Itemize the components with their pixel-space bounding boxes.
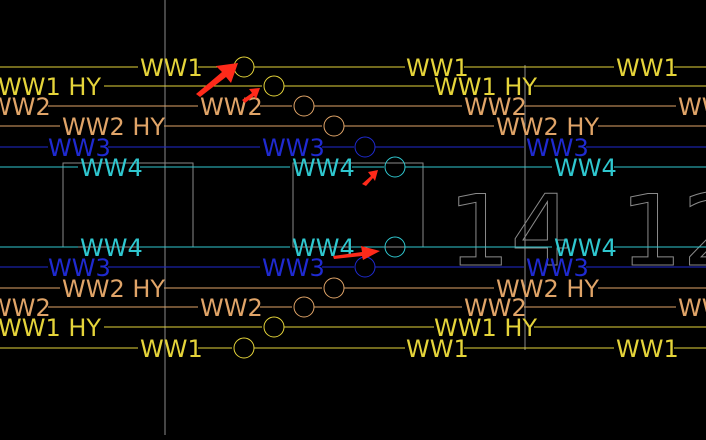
pipe-label: WW2 [678,93,706,121]
pipe-ww2-top[interactable]: WW2 WW2 WW2 WW2 [0,93,706,121]
circle-node-icon[interactable] [323,277,345,299]
pipe-ww1hy-bottom[interactable]: WW1 HY WW1 HY [0,314,706,342]
pipe-label: WW3 [526,134,589,162]
circle-node-icon[interactable] [293,95,315,117]
circle-node-icon[interactable] [323,115,345,137]
annotation-arrows [196,63,380,260]
pipe-label: WW1 [616,54,679,82]
pipe-label: WW3 [526,254,589,282]
pipe-label: WW4 [554,154,617,182]
building-outline-1 [62,162,194,248]
circle-node-icon[interactable] [354,256,376,278]
pipe-label: WW4 [292,154,355,182]
pipe-label: WW2 [464,93,527,121]
pipe-label: WW3 [262,254,325,282]
pipe-ww2hy-top[interactable]: WW2 HY WW2 HY [0,113,706,141]
circle-node-icon[interactable] [263,75,285,97]
pipe-label: WW4 [554,234,617,262]
pipe-ww4-bottom[interactable]: WW4 WW4 WW4 [0,234,706,262]
pipe-label: WW3 [48,254,111,282]
circle-node-icon[interactable] [384,156,406,178]
pipe-label: WW2 [0,93,51,121]
pipe-ww1hy-top[interactable]: WW1 HY WW1 HY [0,73,706,101]
pipe-label: WW2 [678,294,706,322]
pipe-label: WW1 [140,335,203,363]
pipe-label: WW3 [48,134,111,162]
pipe-label: WW1 [406,54,469,82]
pipe-label: WW1 [406,335,469,363]
big-number-left: 14 [448,175,573,289]
pipe-ww3-bottom[interactable]: WW3 WW3 WW3 [0,254,706,282]
pipe-label: WW2 [464,294,527,322]
pipe-ww4-top[interactable]: WW4 WW4 WW4 [0,154,706,182]
big-number-right: 12 [620,175,706,289]
circle-node-icon[interactable] [233,56,255,78]
pipe-ww1-top[interactable]: WW1 WW1 WW1 [0,54,706,82]
circle-node-icon[interactable] [293,296,315,318]
circle-node-icon[interactable] [354,136,376,158]
pipe-label: WW1 HY [434,314,537,342]
pipe-label: WW1 [616,335,679,363]
pipe-label: WW3 [262,134,325,162]
pipe-label: WW1 HY [434,73,537,101]
pipe-ww2hy-bottom[interactable]: WW2 HY WW2 HY [0,275,706,303]
red-arrow-icon [333,246,380,260]
pipe-label: WW2 HY [496,275,599,303]
pipe-label: WW4 [80,234,143,262]
pipe-label: WW2 HY [62,113,165,141]
pipe-ww1-bottom[interactable]: WW1 WW1 WW1 [0,335,706,363]
pipe-ww3-top[interactable]: WW3 WW3 WW3 [0,134,706,162]
pipe-label: WW2 [200,93,263,121]
pipe-label: WW1 HY [0,314,101,342]
circle-node-icon[interactable] [263,316,285,338]
pipe-label: WW1 [140,54,203,82]
pipe-ww2-bottom[interactable]: WW2 WW2 WW2 WW2 [0,294,706,322]
pipe-label: WW2 HY [496,113,599,141]
pipe-label: WW4 [80,154,143,182]
circle-node-icon[interactable] [233,337,255,359]
pipe-label: WW2 [200,294,263,322]
red-arrow-icon [362,170,378,186]
pipe-label: WW2 [0,294,51,322]
pipe-label: WW1 HY [0,73,101,101]
red-arrow-icon [242,88,260,103]
red-arrow-icon [196,63,238,97]
pipe-label: WW2 HY [62,275,165,303]
